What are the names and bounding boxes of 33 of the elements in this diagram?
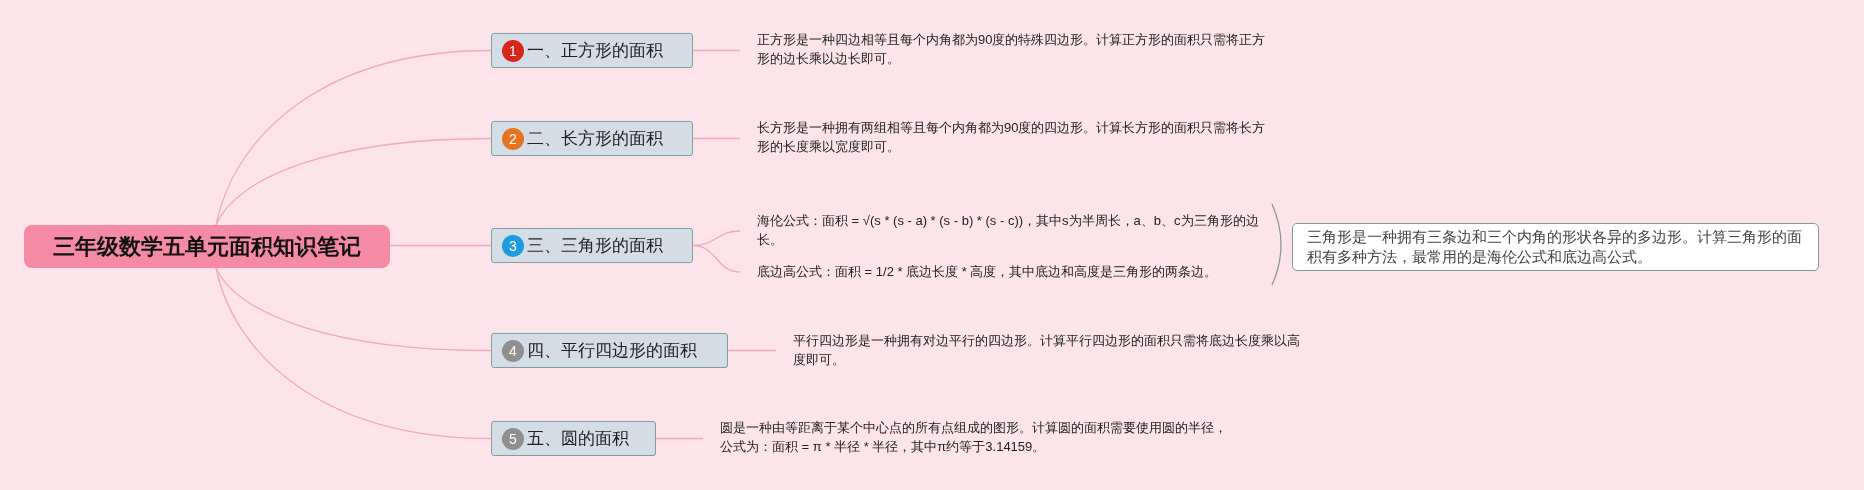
central-topic: 三年级数学五单元面积知识笔记 bbox=[24, 225, 390, 268]
connector-line bbox=[727, 349, 777, 352]
connector-line bbox=[692, 49, 741, 52]
summary-box: 三角形是一种拥有三条边和三个内角的形状各异的多边形。计算三角形的面积有多种方法，最常用的是海伦公式和底边高公式。 bbox=[1292, 223, 1819, 271]
note-text: 长方形是一种拥有两组相等且每个内角都为90度的四边形。计算长方形的面积只需将长方形的长度乘以宽度即可。 bbox=[740, 118, 1270, 156]
topic-label: 三、三角形的面积 bbox=[527, 235, 663, 257]
connector-line bbox=[692, 137, 741, 140]
note-text: 底边高公式：面积 = 1/2 * 底边长度 * 高度，其中底边和高度是三角形的两条边。 bbox=[740, 262, 1260, 281]
connector-line bbox=[389, 244, 492, 247]
topic-box bbox=[491, 333, 728, 368]
connector-line bbox=[215, 267, 492, 440]
number-badge: 2 bbox=[502, 127, 524, 150]
number-badge: 1 bbox=[502, 39, 524, 62]
number-badge: 5 bbox=[502, 427, 524, 450]
note-text: 正方形是一种四边相等且每个内角都为90度的特殊四边形。计算正方形的面积只需将正方形的边长乘以边长即可。 bbox=[740, 30, 1270, 68]
note-text: 平行四边形是一种拥有对边平行的四边形。计算平行四边形的面积只需将底边长度乘以高度即可。 bbox=[776, 331, 1306, 369]
connector-line bbox=[215, 137, 492, 226]
note-text: 圆是一种由等距离于某个中心点的所有点组成的图形。计算圆的面积需要使用圆的半径，公式为：面积 = π * 半径 * 半径，其中π约等于3.14159。 bbox=[703, 418, 1233, 456]
topic-box bbox=[491, 228, 693, 263]
connector-line bbox=[692, 244, 741, 273]
connector-line bbox=[215, 49, 492, 226]
topic-box bbox=[491, 33, 693, 68]
note-text: 海伦公式：面积 = √(s * (s - a) * (s - b) * (s - c))，其中s为半周长，a、b、c为三角形的边长。 bbox=[740, 211, 1260, 249]
connector-line bbox=[655, 437, 704, 440]
number-badge: 3 bbox=[502, 234, 524, 257]
topic-label: 一、正方形的面积 bbox=[527, 40, 663, 62]
topic-label: 二、长方形的面积 bbox=[527, 128, 663, 150]
number-badge: 4 bbox=[502, 339, 524, 362]
topic-box bbox=[491, 421, 656, 456]
connector-line bbox=[215, 267, 492, 352]
topic-label: 五、圆的面积 bbox=[527, 428, 629, 450]
topic-label: 四、平行四边形的面积 bbox=[527, 340, 697, 362]
topic-box bbox=[491, 121, 693, 156]
